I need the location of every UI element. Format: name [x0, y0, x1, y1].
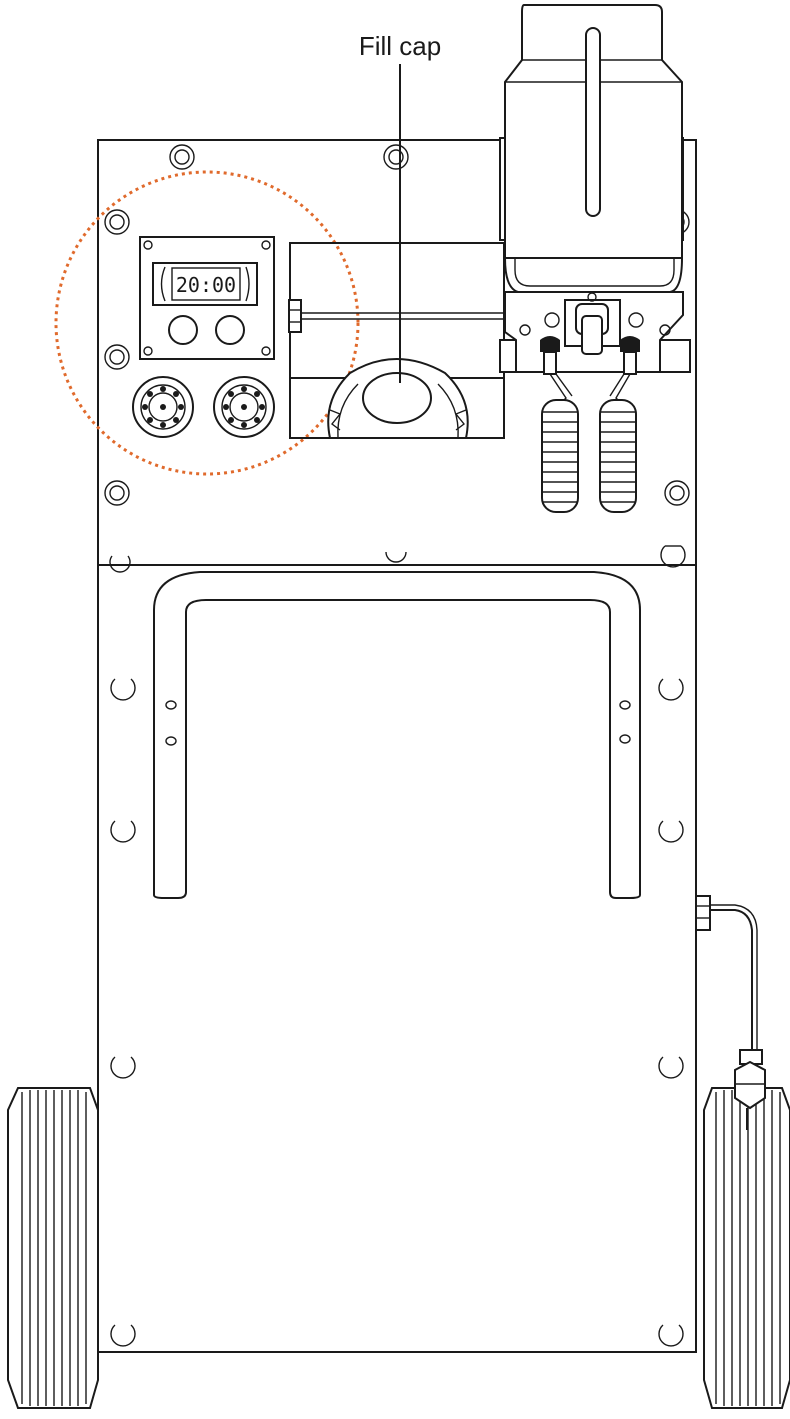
coiled-hose-right	[599, 373, 637, 513]
keyhole-holes	[109, 545, 686, 1347]
handle	[153, 571, 641, 899]
left-wheel	[7, 1087, 99, 1409]
right-wheel	[703, 1087, 790, 1409]
pump-unit	[504, 4, 683, 323]
valve-knob-left	[540, 336, 560, 375]
socket-right	[213, 376, 275, 438]
control-panel: 20:00	[139, 236, 275, 360]
valve-knob-right	[620, 336, 640, 375]
highlight-circle	[54, 170, 360, 476]
valve-block	[504, 291, 684, 373]
socket-left	[132, 376, 194, 438]
fill-cap-callout: Fill cap	[359, 31, 441, 383]
side-hose	[695, 895, 758, 1050]
right-control-button	[215, 315, 245, 345]
left-control-button	[168, 315, 198, 345]
fill-cap-label: Fill cap	[359, 31, 441, 61]
spray-nozzle	[734, 1049, 766, 1130]
timer-display: 20:00	[176, 273, 236, 297]
coiled-hose-left	[541, 373, 579, 513]
fill-cap	[327, 358, 469, 439]
